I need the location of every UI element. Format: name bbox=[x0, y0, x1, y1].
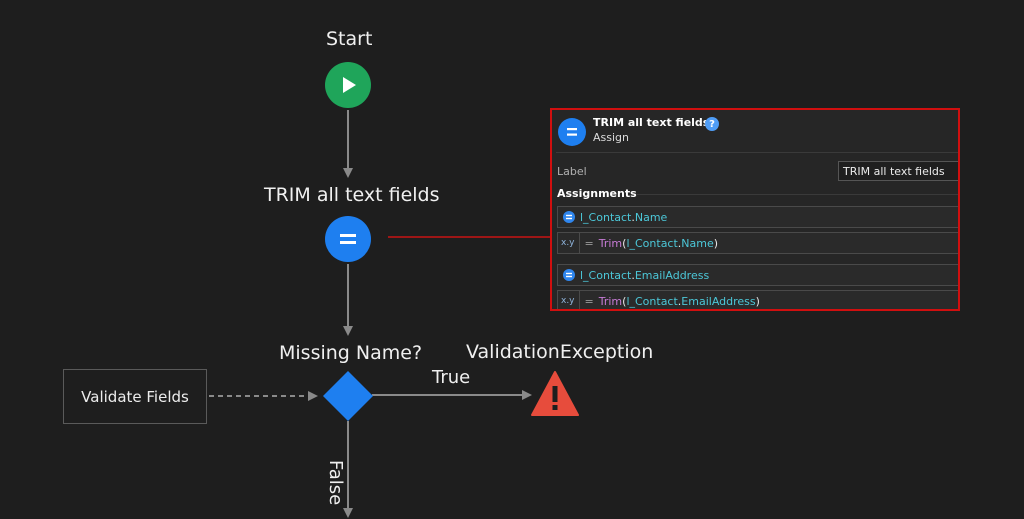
true-branch-label: True bbox=[432, 367, 471, 388]
expression-type-icon: x.y bbox=[558, 233, 580, 253]
assignment-variable-row[interactable]: l_Contact.Name bbox=[557, 206, 958, 228]
assign-node[interactable] bbox=[325, 216, 371, 262]
equals-sign: = bbox=[584, 294, 594, 308]
close-paren: ) bbox=[713, 236, 719, 250]
false-branch-label: False bbox=[325, 460, 346, 506]
equals-icon bbox=[340, 234, 356, 244]
assignment-variable-row[interactable]: l_Contact.EmailAddress bbox=[557, 264, 958, 286]
play-icon bbox=[343, 77, 356, 93]
function-name: Trim bbox=[598, 236, 623, 250]
open-paren: ( bbox=[622, 236, 627, 250]
decision-node[interactable] bbox=[322, 370, 374, 422]
variable-prefix: l_Contact bbox=[580, 268, 632, 282]
assign-type-icon bbox=[558, 118, 586, 146]
argument-prefix: l_Contact bbox=[626, 294, 678, 308]
variable-field: Name bbox=[634, 210, 668, 224]
validate-fields-node[interactable]: Validate Fields bbox=[63, 369, 207, 424]
decision-node-label: Missing Name? bbox=[279, 342, 423, 364]
assignment-value-row[interactable]: x.y = Trim(l_Contact.EmailAddress) bbox=[557, 290, 958, 309]
start-node[interactable] bbox=[325, 62, 371, 108]
warning-icon[interactable] bbox=[530, 370, 580, 418]
exception-node-label: ValidationException bbox=[466, 341, 654, 363]
assign-node-label: TRIM all text fields bbox=[264, 184, 440, 206]
argument-dot: . bbox=[677, 294, 682, 308]
assignments-heading: Assignments bbox=[557, 187, 637, 200]
assignments-divider bbox=[637, 194, 958, 195]
argument-field: Name bbox=[681, 236, 714, 250]
panel-title: TRIM all text fields bbox=[593, 116, 710, 129]
variable-prefix: l_Contact bbox=[580, 210, 632, 224]
variable-dot: . bbox=[631, 210, 635, 224]
argument-dot: . bbox=[677, 236, 682, 250]
close-paren: ) bbox=[755, 294, 760, 308]
argument-field: EmailAddress bbox=[681, 294, 756, 308]
argument-prefix: l_Contact bbox=[626, 236, 678, 250]
assignment-value-row[interactable]: x.y = Trim(l_Contact.Name) bbox=[557, 232, 958, 254]
expression-type-icon: x.y bbox=[558, 291, 580, 309]
equals-sign: = bbox=[584, 236, 594, 250]
help-icon[interactable]: ? bbox=[705, 117, 719, 131]
open-paren: ( bbox=[622, 294, 627, 308]
label-input[interactable]: TRIM all text fields bbox=[838, 161, 958, 181]
properties-panel: TRIM all text fields ? Assign Label TRIM… bbox=[550, 108, 960, 311]
variable-dot: . bbox=[631, 268, 635, 282]
panel-subtitle: Assign bbox=[593, 131, 629, 144]
panel-divider bbox=[556, 152, 958, 153]
validate-fields-label: Validate Fields bbox=[81, 387, 189, 406]
variable-icon bbox=[563, 211, 575, 223]
label-caption: Label bbox=[557, 165, 587, 178]
variable-field: EmailAddress bbox=[634, 268, 710, 282]
function-name: Trim bbox=[598, 294, 623, 308]
start-label: Start bbox=[326, 28, 373, 50]
variable-icon bbox=[563, 269, 575, 281]
equals-icon bbox=[567, 128, 577, 136]
